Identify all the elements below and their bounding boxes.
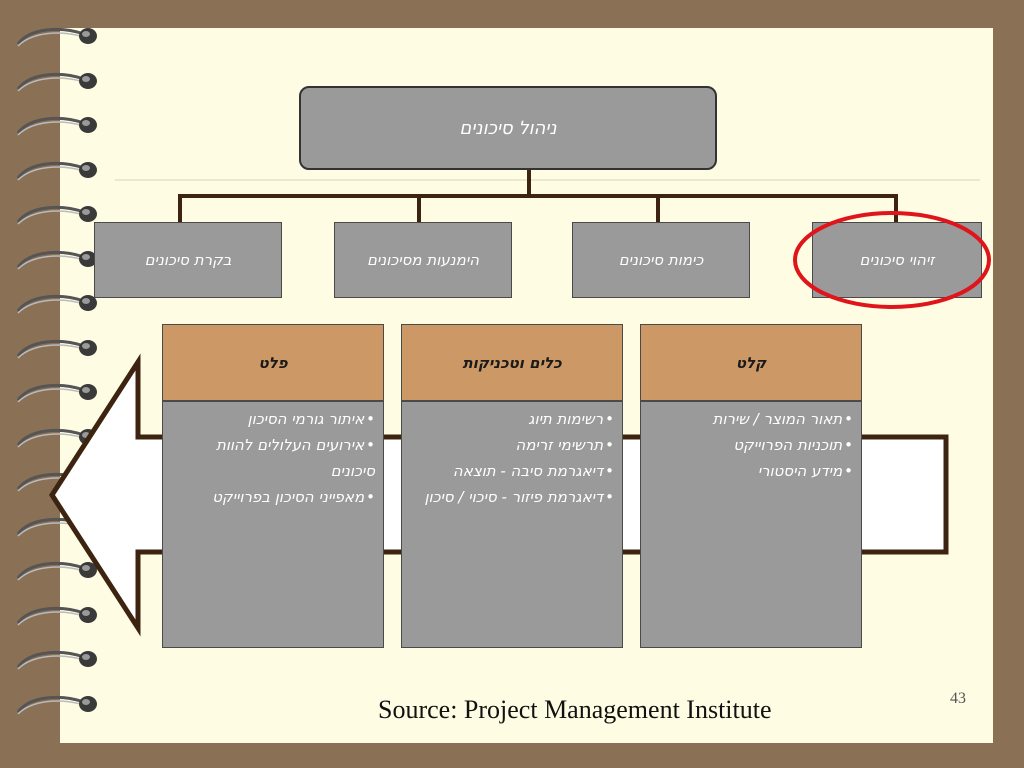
list-item: מידע היסטורי [651,458,853,484]
binding-ring-icon [16,294,97,314]
binding-ring-icon [16,27,97,47]
org-connectors [178,170,898,222]
branch-label: כימות סיכונים [618,251,704,269]
page-number: 43 [950,690,966,707]
list-item: דיאגרמת פיזור - סיכוי / סיכון [412,484,614,510]
binding-ring-icon [16,250,97,270]
list-item: מאפייני הסיכון בפרוייקט [173,484,375,510]
binding-ring-icon [16,650,97,670]
column-header-label: קלט [735,353,767,372]
list-item: איתור גורמי הסיכון [173,406,375,432]
branch-risk-quantification: כימות סיכונים [572,222,750,298]
list-item: רשימות תיוג [412,406,614,432]
binding-ring-icon [16,561,97,581]
column-header-input: קלט [640,324,862,401]
binding-ring-icon [16,205,97,225]
column-header-tools: כלים וטכניקות [401,324,623,401]
column-header-label: פלט [258,353,288,372]
binding-ring-icon [16,339,97,359]
binding-ring-icon [16,606,97,626]
branch-label: הימנעות מסיכונים [366,251,480,269]
root-label: ניהול סיכונים [459,117,557,139]
column-header-label: כלים וטכניקות [462,353,562,372]
binding-ring-icon [16,161,97,181]
column-header-output: פלט [162,324,384,401]
binding-ring-icon [16,383,97,403]
branch-risk-identification: זיהוי סיכונים [812,222,982,298]
column-body-input: תאור המוצר / שירות תוכניות הפרוייקט מידע… [640,401,862,648]
column-body-tools: רשימות תיוג תרשימי זרימה דיאגרמת סיבה - … [401,401,623,648]
list-item: דיאגרמת סיבה - תוצאה [412,458,614,484]
branch-label: זיהוי סיכונים [859,251,935,269]
branch-risk-avoidance: הימנעות מסיכונים [334,222,512,298]
binding-ring-icon [16,116,97,136]
branch-risk-control: בקרת סיכונים [94,222,282,298]
source-caption: Source: Project Management Institute [378,695,772,724]
list-item: תוכניות הפרוייקט [651,432,853,458]
list-item: תאור המוצר / שירות [651,406,853,432]
list-item: תרשימי זרימה [412,432,614,458]
column-body-output: איתור גורמי הסיכון אירועים העלולים להוות… [162,401,384,648]
root-node: ניהול סיכונים [299,86,717,170]
binding-ring-icon [16,695,97,715]
binding-ring-icon [16,72,97,92]
branch-label: בקרת סיכונים [144,251,232,269]
list-item: אירועים העלולים להוות סיכונים [173,432,375,484]
